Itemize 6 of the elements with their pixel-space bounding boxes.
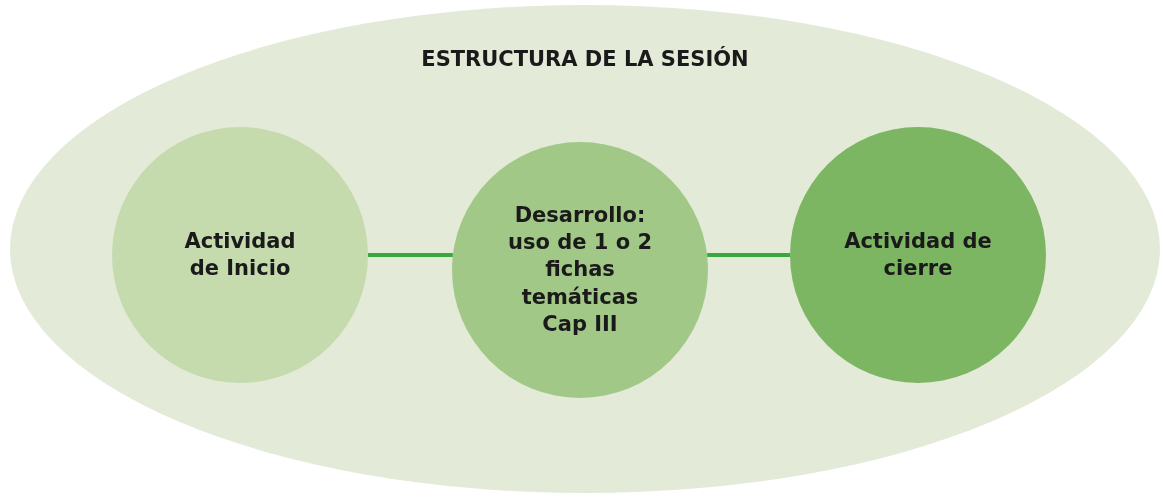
- stage-label: Actividad de cierre: [843, 227, 993, 282]
- connector-line: [707, 253, 790, 257]
- stage-label: Actividad de Inicio: [183, 227, 297, 282]
- stage-label: Desarrollo: uso de 1 o 2 fichas temáticas Cap III: [506, 201, 653, 338]
- connector-line: [368, 253, 453, 257]
- ellipse-heading: ESTRUCTURA DE LA SESIÓN: [420, 47, 750, 71]
